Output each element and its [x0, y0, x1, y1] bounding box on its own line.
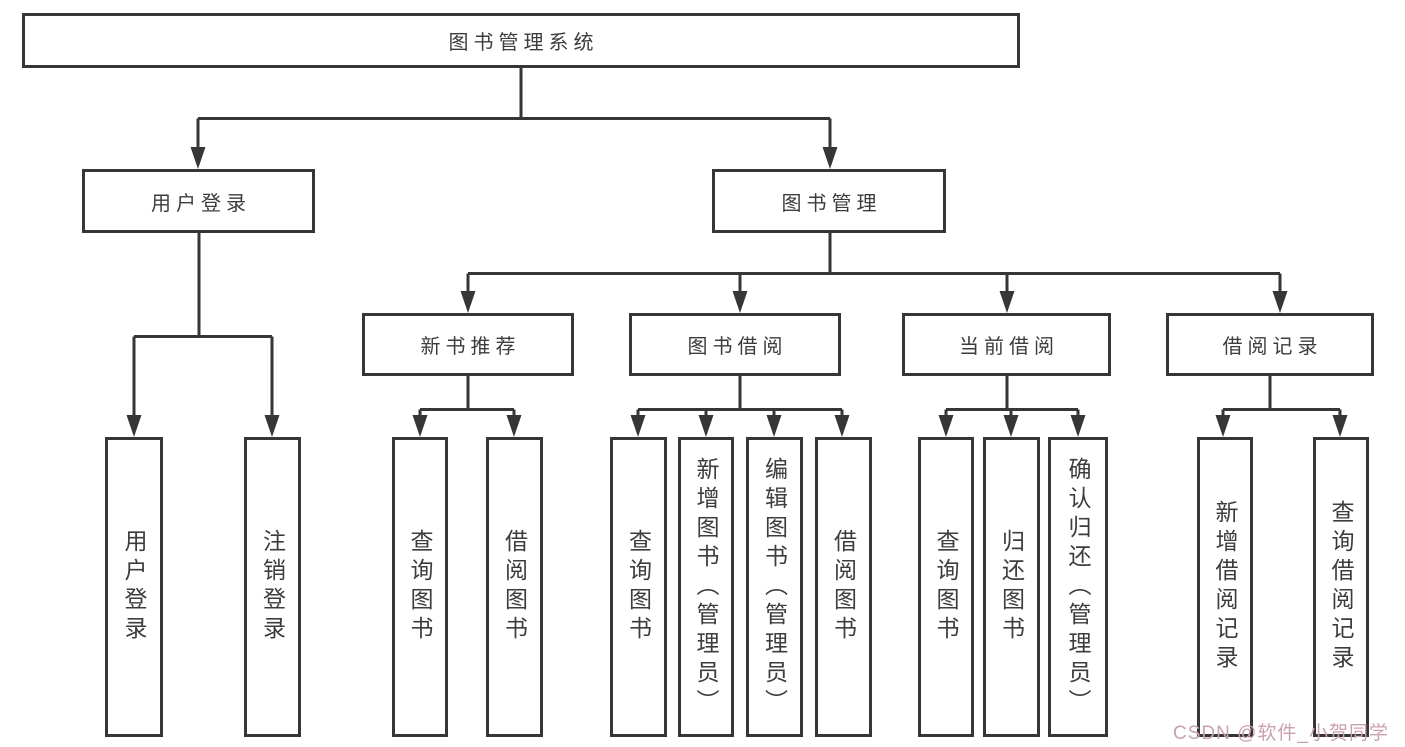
arrowhead-icon — [264, 415, 280, 437]
node-edit-book-admin: 编辑图书（管理员） — [746, 437, 803, 737]
arrowhead-icon — [1215, 415, 1231, 437]
arrowhead-icon — [999, 291, 1015, 313]
arrowhead-icon — [822, 147, 838, 169]
node-library-management-system: 图书管理系统 — [22, 13, 1020, 68]
connector-root-to-level2 — [190, 68, 838, 169]
arrowhead-icon — [766, 415, 782, 437]
csdn-watermark: CSDN @软件_小贺同学 — [1173, 723, 1389, 744]
arrowhead-icon — [126, 415, 142, 437]
arrowhead-icon — [460, 291, 476, 313]
arrowhead-icon — [732, 291, 748, 313]
arrowhead-icon — [938, 415, 954, 437]
arrowhead-icon — [412, 415, 428, 437]
connector-user-login-children — [126, 233, 280, 437]
node-confirm-return-admin: 确认归还（管理员） — [1048, 437, 1108, 737]
connector-borrowing-records-children — [1215, 376, 1348, 437]
node-book-borrowing: 图书借阅 — [629, 313, 841, 376]
node-borrow-books-leaf: 借阅图书 — [815, 437, 872, 737]
node-add-book-admin: 新增图书（管理员） — [678, 437, 734, 737]
node-query-books-borrowing: 查询图书 — [610, 437, 667, 737]
node-new-book-recommendation: 新书推荐 — [362, 313, 574, 376]
node-return-books: 归还图书 — [983, 437, 1040, 737]
arrowhead-icon — [1003, 415, 1019, 437]
arrowhead-icon — [630, 415, 646, 437]
arrowhead-icon — [1332, 415, 1348, 437]
arrowhead-icon — [834, 415, 850, 437]
connector-current-borrowing-children — [938, 376, 1086, 437]
connector-book-borrowing-children — [630, 376, 850, 437]
node-query-books-recommend: 查询图书 — [392, 437, 448, 737]
node-add-borrow-record: 新增借阅记录 — [1197, 437, 1253, 737]
node-user-login-leaf: 用户登录 — [105, 437, 163, 737]
node-query-borrow-record: 查询借阅记录 — [1313, 437, 1369, 737]
arrowhead-icon — [506, 415, 522, 437]
node-query-books-current: 查询图书 — [918, 437, 974, 737]
arrowhead-icon — [1070, 415, 1086, 437]
arrowhead-icon — [1272, 291, 1288, 313]
node-current-borrowing: 当前借阅 — [902, 313, 1111, 376]
connector-book-management-children — [460, 233, 1288, 313]
arrowhead-icon — [698, 415, 714, 437]
node-book-management: 图书管理 — [712, 169, 946, 233]
node-user-login: 用户登录 — [82, 169, 315, 233]
node-borrow-books-recommend: 借阅图书 — [486, 437, 543, 737]
arrowhead-icon — [190, 147, 206, 169]
node-borrowing-records: 借阅记录 — [1166, 313, 1374, 376]
node-logout: 注销登录 — [244, 437, 301, 737]
connector-new-book-children — [412, 376, 522, 437]
